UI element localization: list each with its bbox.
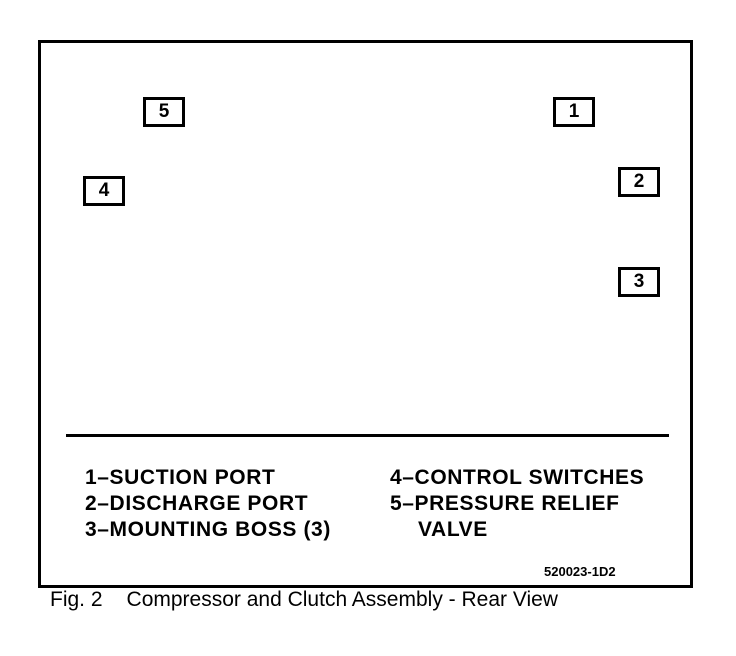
callout-1: 1	[553, 97, 595, 127]
part-number: 520023-1D2	[544, 564, 616, 579]
legend-left: 1–SUCTION PORT 2–DISCHARGE PORT 3–MOUNTI…	[85, 465, 331, 543]
callout-2: 2	[618, 167, 660, 197]
callout-5: 5	[143, 97, 185, 127]
legend-item: VALVE	[418, 518, 488, 541]
legend-right: 4–CONTROL SWITCHES 5–PRESSURE RELIEF VAL…	[390, 465, 644, 543]
legend-item: 5–PRESSURE RELIEF	[390, 492, 620, 515]
divider-rule	[66, 434, 669, 437]
figure-number: Fig. 2	[50, 588, 103, 611]
legend-item: 3–MOUNTING BOSS (3)	[85, 518, 331, 541]
figure-frame	[38, 40, 693, 588]
legend-item: 4–CONTROL SWITCHES	[390, 466, 645, 489]
figure-caption: Fig. 2 Compressor and Clutch Assembly - R…	[50, 588, 558, 612]
callout-4: 4	[83, 176, 125, 206]
callout-3: 3	[618, 267, 660, 297]
legend-item: 1–SUCTION PORT	[85, 466, 276, 489]
figure-title: Compressor and Clutch Assembly - Rear Vi…	[126, 588, 558, 611]
legend-item: 2–DISCHARGE PORT	[85, 492, 309, 515]
